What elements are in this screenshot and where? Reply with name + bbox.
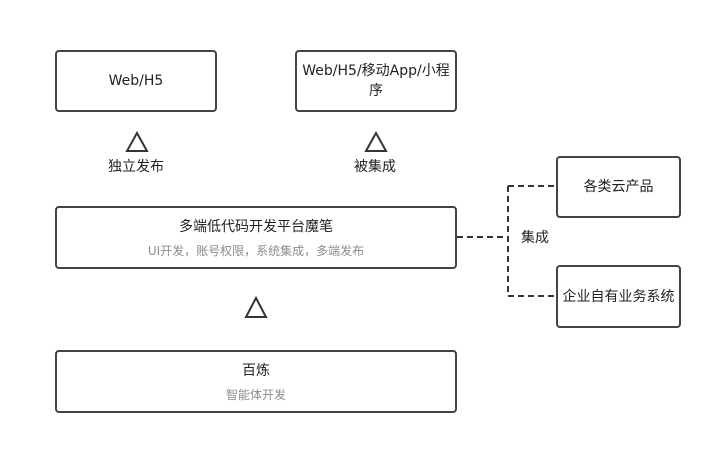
enterprise-systems-title: 企业自有业务系统 [562,288,675,305]
web-h5-box: Web/H5 [55,50,217,112]
triangle-arrow-standalone [125,130,149,152]
cloud-products-title: 各类云产品 [583,179,654,195]
platform-box: 多端低代码开发平台魔笔 UI开发，账号权限，系统集成，多端发布 [55,206,457,269]
web-multi-title: Web/H5/移动App/小程序 [302,63,450,99]
bailian-subtitle: 智能体开发 [225,387,286,402]
platform-subtitle: UI开发，账号权限，系统集成，多端发布 [147,243,365,258]
platform-title: 多端低代码开发平台魔笔 [179,218,333,235]
standalone-publish-label: 独立发布 [108,159,164,175]
bailian-title: 百炼 [242,362,270,379]
cloud-products-box: 各类云产品 [556,156,681,218]
triangle-arrow-integrated [364,130,388,152]
web-h5-title: Web/H5 [108,73,164,89]
integrate-label: 集成 [521,230,549,246]
bailian-box: 百炼 智能体开发 [55,350,457,413]
web-multi-box: Web/H5/移动App/小程序 [295,50,457,112]
triangle-arrow-bailian [244,295,268,318]
enterprise-systems-box: 企业自有业务系统 [556,265,681,328]
integrated-by-label: 被集成 [354,159,396,175]
